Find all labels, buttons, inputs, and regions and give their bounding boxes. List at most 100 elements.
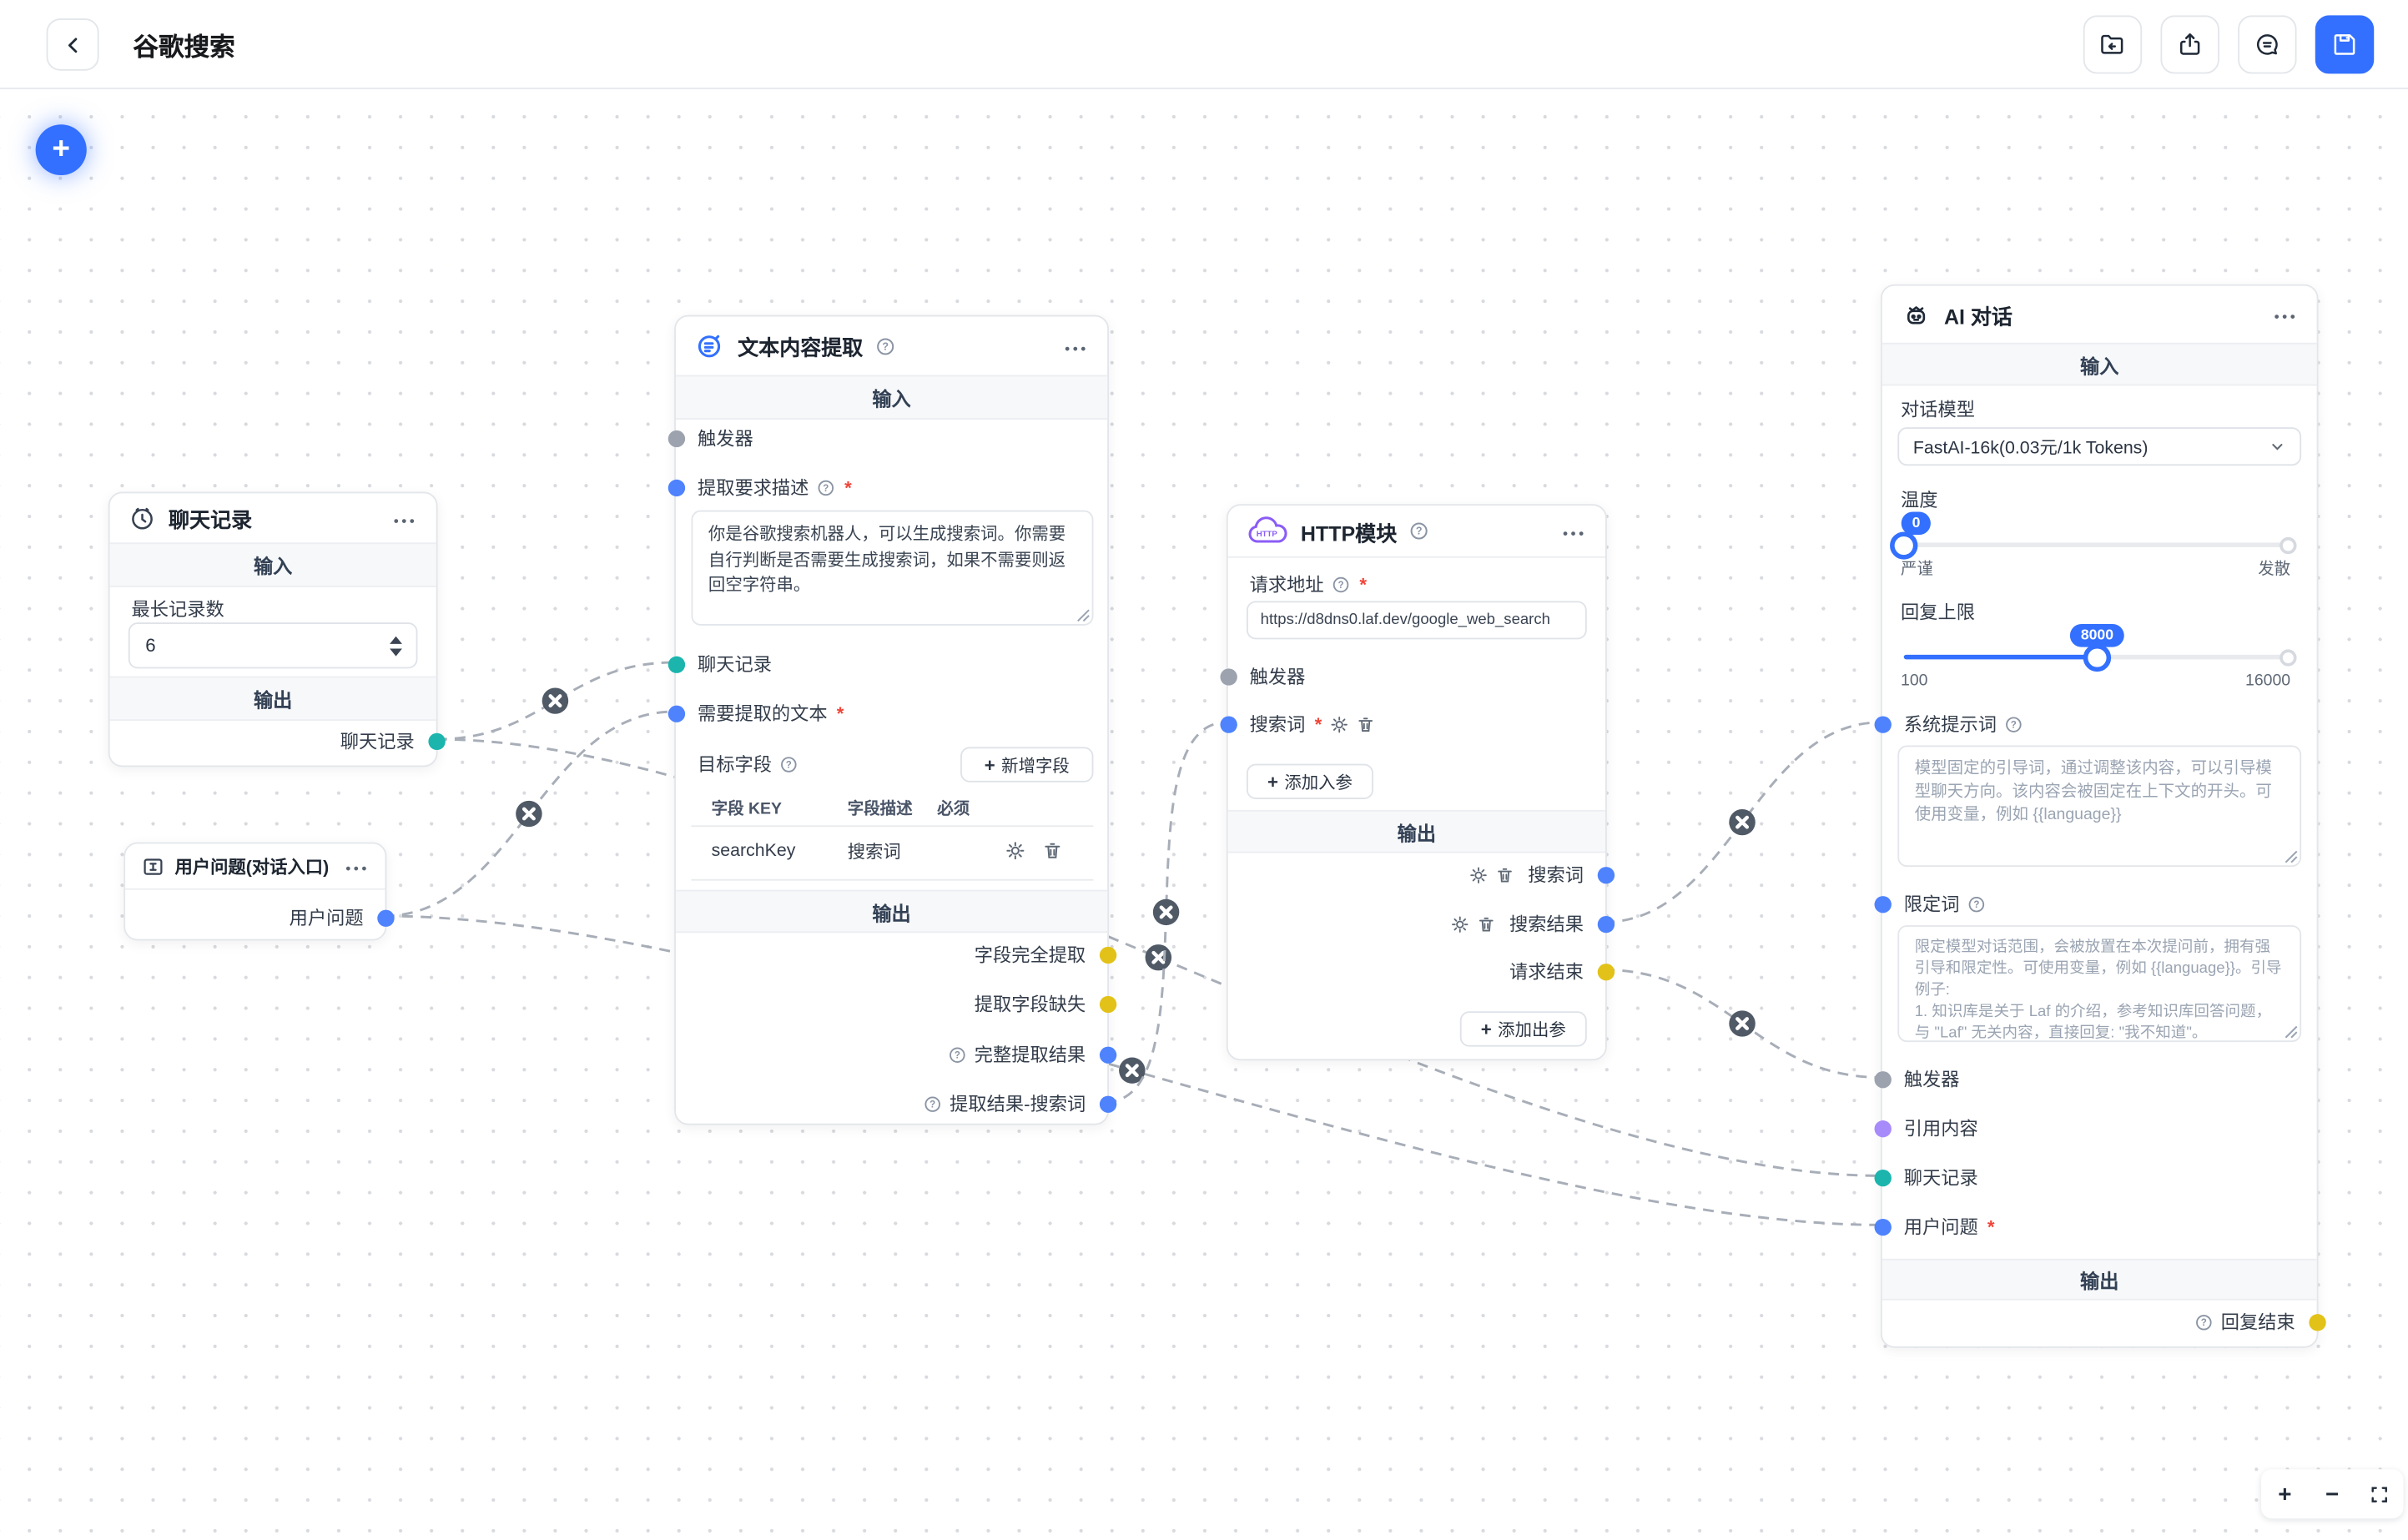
output-handle[interactable] (376, 908, 394, 926)
input-handle[interactable] (1873, 1120, 1891, 1137)
gear-icon[interactable] (1469, 865, 1488, 883)
input-handle[interactable] (1873, 1218, 1891, 1236)
max-records-input[interactable]: 6 (128, 622, 418, 669)
gear-icon[interactable] (1329, 715, 1348, 733)
model-select[interactable]: FastAI-16k(0.03元/1k Tokens) (1897, 427, 2302, 466)
edge-delete-button[interactable] (542, 687, 569, 714)
edge-delete-button[interactable] (516, 800, 542, 828)
input-handle[interactable] (1873, 895, 1891, 913)
output-handle[interactable] (1098, 945, 1116, 964)
output-handle[interactable] (1596, 866, 1615, 883)
extract-description-textarea[interactable]: 你是谷歌搜索机器人，可以生成搜索词。你需要自行判断是否需要生成搜索词，如果不需要… (691, 510, 1094, 626)
output-row: ? 回复结束 (1882, 1309, 2325, 1335)
output-handle[interactable] (1098, 1095, 1116, 1112)
required-mark: * (1314, 712, 1322, 735)
input-handle[interactable] (667, 429, 685, 447)
more-menu-icon[interactable] (345, 854, 370, 878)
temperature-slider-thumb[interactable] (1890, 531, 1918, 559)
max-tokens-slider[interactable] (1903, 643, 2297, 672)
limit-prompt-textarea[interactable] (1897, 925, 2302, 1043)
more-menu-icon[interactable] (1065, 335, 1089, 358)
temperature-max-label: 发散 (2258, 560, 2291, 579)
input-handle[interactable] (1219, 715, 1237, 732)
more-menu-icon[interactable] (1563, 520, 1587, 543)
input-handle[interactable] (667, 655, 685, 673)
output-handle[interactable] (1098, 994, 1116, 1013)
node-header: 文本内容提取 ? (676, 317, 1107, 375)
help-icon[interactable]: ? (1409, 521, 1429, 541)
gear-icon[interactable] (1451, 914, 1469, 933)
url-input[interactable] (1247, 611, 1585, 629)
input-handle[interactable] (1873, 1169, 1891, 1186)
trash-icon[interactable] (1356, 715, 1374, 733)
canvas-zoom-controls: + − (2260, 1469, 2404, 1519)
text-cursor-icon (144, 858, 163, 874)
step-down-icon[interactable] (390, 647, 402, 656)
open-workflow-button[interactable] (2083, 15, 2143, 74)
input-handle[interactable] (1873, 715, 1891, 732)
help-icon[interactable]: ? (779, 755, 798, 773)
trash-icon[interactable] (1042, 841, 1062, 861)
edge-delete-button[interactable] (1729, 1010, 1756, 1037)
export-button[interactable] (2160, 15, 2219, 74)
zoom-out-button[interactable]: − (2325, 1481, 2340, 1507)
system-prompt-textarea[interactable] (1897, 745, 2302, 868)
trash-icon[interactable] (1495, 865, 1514, 883)
url-label-row: 请求地址 ? * (1228, 571, 1605, 596)
add-output-param-button[interactable]: + 添加出参 (1459, 1011, 1587, 1047)
add-input-param-button[interactable]: + 添加入参 (1246, 763, 1373, 800)
help-icon[interactable]: ? (1332, 575, 1350, 593)
input-handle[interactable] (1219, 667, 1237, 685)
output-row: 搜索词 (1228, 862, 1615, 888)
node-http[interactable]: HTTP HTTP模块 ? 请求地址 ? * 触发器 搜索词 * + 添加入参 (1219, 504, 1615, 1061)
output-section-bar: 输出 (1227, 809, 1606, 853)
help-icon[interactable]: ? (1967, 894, 1986, 913)
input-handle[interactable] (667, 704, 685, 722)
chat-test-button[interactable] (2238, 15, 2297, 74)
input-handle[interactable] (667, 478, 685, 496)
help-icon[interactable]: ? (924, 1095, 942, 1113)
more-menu-icon[interactable] (394, 506, 418, 530)
output-handle[interactable] (1098, 1045, 1116, 1063)
plus-icon: + (1480, 1018, 1492, 1040)
more-menu-icon[interactable] (2275, 303, 2299, 326)
slider-fill (1903, 654, 2098, 660)
edge-connection (1604, 721, 1881, 923)
help-icon[interactable]: ? (875, 336, 895, 356)
save-button[interactable] (2315, 15, 2375, 74)
back-button[interactable] (46, 18, 99, 71)
temperature-slider[interactable] (1890, 531, 2297, 559)
input-label: 提取要求描述 (697, 477, 809, 499)
zoom-in-button[interactable]: + (2278, 1481, 2292, 1507)
edge-delete-button[interactable] (1729, 808, 1756, 836)
edge-connection (436, 737, 1881, 1177)
number-stepper[interactable] (390, 635, 416, 656)
output-handle[interactable] (1596, 915, 1615, 933)
trash-icon[interactable] (1477, 914, 1495, 933)
help-icon[interactable]: ? (2004, 715, 2023, 733)
output-handle[interactable] (2308, 1313, 2325, 1331)
node-user-question[interactable]: 用户问题(对话入口) 用户问题 (123, 842, 394, 941)
fit-screen-button[interactable] (2363, 1477, 2397, 1511)
node-text-extract[interactable]: 文本内容提取 ? 输入 触发器 提取要求描述 ? * 你是谷歌搜索机器人，可以生… (667, 315, 1116, 1125)
output-label: 提取字段缺失 (974, 994, 1086, 1015)
edge-delete-button[interactable] (1152, 898, 1180, 926)
output-handle[interactable] (1596, 963, 1615, 980)
add-field-button[interactable]: + 新增字段 (960, 747, 1094, 783)
node-chat-history[interactable]: 聊天记录 输入 最长记录数 6 输出 聊天记录 (108, 491, 445, 767)
node-ai-chat[interactable]: AI 对话 输入 对话模型 FastAI-16k(0.03元/1k Tokens… (1873, 284, 2325, 1348)
step-up-icon[interactable] (390, 635, 402, 644)
edge-connection (436, 661, 675, 741)
output-handle[interactable] (427, 732, 445, 750)
help-icon[interactable]: ? (948, 1045, 966, 1064)
help-icon[interactable]: ? (2194, 1312, 2213, 1331)
edge-delete-button[interactable] (1119, 1057, 1146, 1084)
table-divider (691, 878, 1094, 881)
max-tokens-slider-thumb[interactable] (2083, 643, 2112, 672)
edge-delete-button[interactable] (1145, 944, 1172, 971)
input-handle[interactable] (1873, 1070, 1891, 1088)
help-icon[interactable]: ? (817, 478, 835, 496)
max-tokens-max-label: 16000 (2245, 672, 2291, 691)
add-node-button[interactable]: + (35, 124, 87, 176)
gear-icon[interactable] (1005, 841, 1025, 861)
